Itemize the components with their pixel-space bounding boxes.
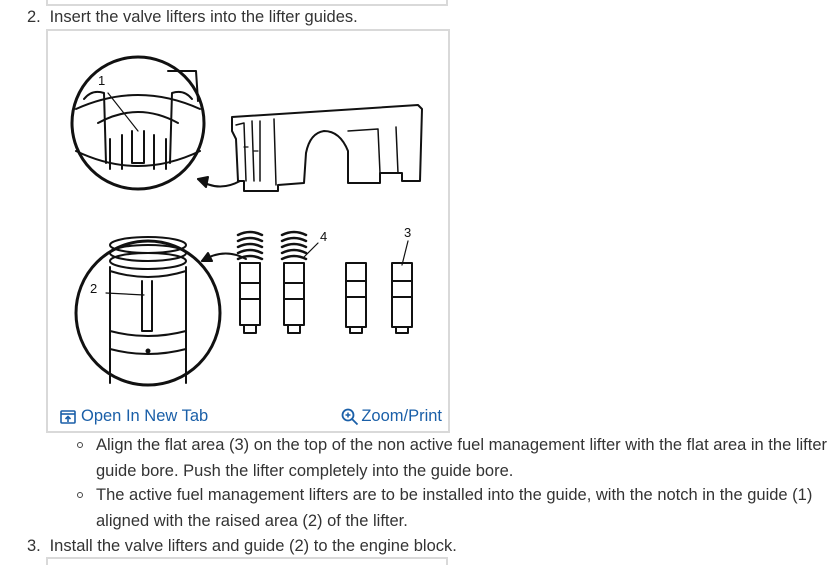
afm-lifter-1 — [236, 230, 264, 334]
bullet-icon — [77, 492, 83, 498]
sub-step-align-flat: Align the flat area (3) on the top of th… — [70, 433, 830, 484]
next-figure-frame — [46, 557, 448, 565]
callout-2: 2 — [90, 281, 97, 296]
callout-3: 3 — [404, 225, 411, 240]
zoom-print-link[interactable]: Zoom/Print — [341, 407, 442, 426]
step-2: 2. Insert the valve lifters into the lif… — [27, 7, 358, 27]
sub-step-text: The active fuel management lifters are t… — [96, 486, 813, 530]
detail-circle-notch — [70, 55, 206, 191]
lifter-guide — [231, 104, 423, 192]
callout-1: 1 — [98, 73, 105, 88]
step-3-number: 3. — [27, 537, 41, 555]
callout-4: 4 — [320, 229, 327, 244]
sub-step-text: Align the flat area (3) on the top of th… — [96, 436, 828, 480]
sub-step-afm-install: The active fuel management lifters are t… — [70, 483, 830, 534]
non-afm-lifter-1 — [345, 262, 367, 334]
open-in-new-tab-link[interactable]: Open In New Tab — [60, 407, 208, 426]
lifter-illustration: 1 2 3 4 — [70, 55, 423, 387]
step-3-text: Install the valve lifters and guide (2) … — [49, 537, 457, 555]
step-3: 3. Install the valve lifters and guide (… — [27, 536, 457, 556]
step-2-text: Insert the valve lifters into the lifter… — [49, 8, 358, 26]
figure-link-bar: Open In New Tab Zoom/Print — [48, 405, 448, 429]
figure-lifter-guides: 1 2 3 4 Open In New Tab Zoom/Print — [46, 29, 450, 433]
open-in-new-tab-icon — [60, 409, 76, 424]
zoom-print-label: Zoom/Print — [361, 407, 442, 425]
detail-circle-lifter — [74, 239, 222, 387]
non-afm-lifter-2 — [391, 262, 413, 334]
bullet-icon — [77, 442, 83, 448]
open-in-new-tab-label: Open In New Tab — [81, 407, 209, 425]
zoom-magnifier-icon — [341, 408, 359, 425]
afm-lifter-2 — [280, 230, 308, 334]
step-2-number: 2. — [27, 8, 41, 26]
previous-figure-frame — [46, 0, 448, 6]
